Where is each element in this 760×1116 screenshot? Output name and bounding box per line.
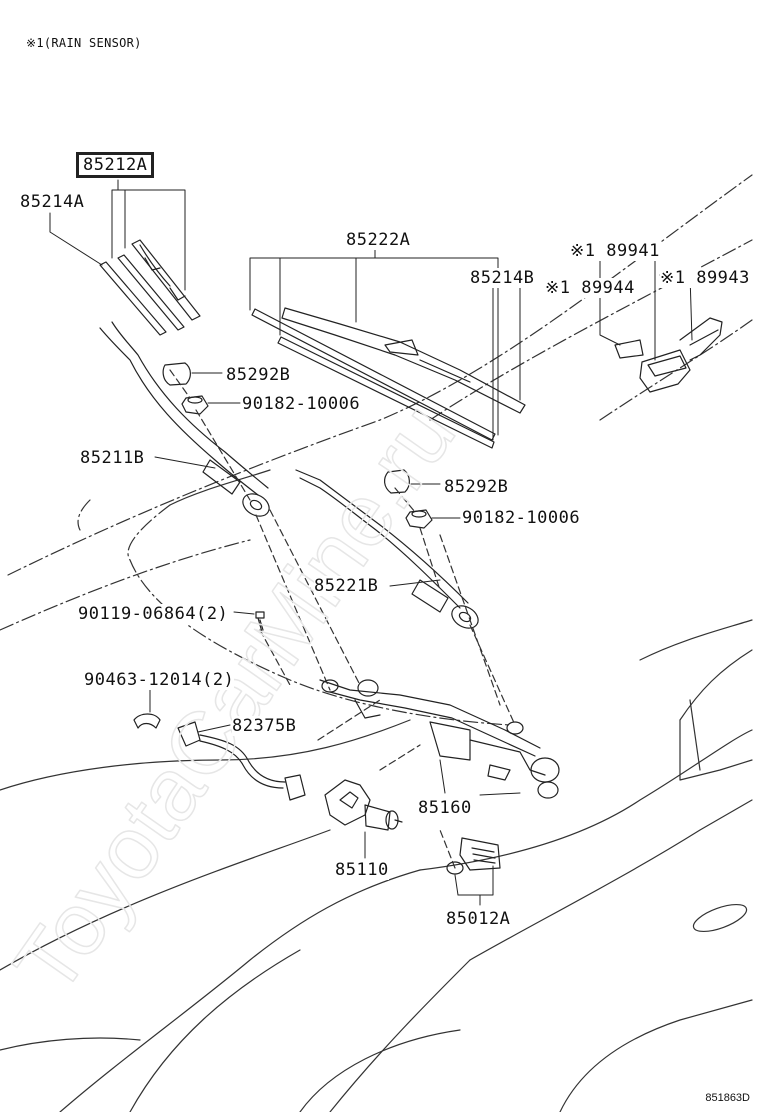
part-label-85222A[interactable]: 85222A [346,230,411,250]
part-label-85160[interactable]: 85160 [418,798,472,818]
part-label-89943[interactable]: ※1 89943 [660,268,750,288]
arm-85221B [295,469,479,629]
part-label-90182-lower[interactable]: 90182-10006 [462,508,581,528]
part-label-85110[interactable]: 85110 [335,860,389,880]
blade-85222A [251,307,526,449]
motor-85110 [324,779,403,831]
cap-nut-set-2 [384,469,433,529]
part-label-85212A[interactable]: 85212A [76,152,155,178]
linkage-85160 [319,679,560,799]
bracket-85012A [446,837,501,875]
blade-85212A [99,239,201,336]
rain-sensor-parts [614,317,723,393]
arm-85211B [99,321,270,517]
harness-82375B [177,721,306,801]
part-label-85214A[interactable]: 85214A [20,192,85,212]
part-label-85292B-lower[interactable]: 85292B [444,477,509,497]
part-label-85214B[interactable]: 85214B [470,268,535,288]
vehicle-body-outline [0,174,753,631]
part-label-90119[interactable]: 90119-06864(2) [78,604,229,624]
part-label-85292B-upper[interactable]: 85292B [226,365,291,385]
hood-outline [77,499,511,726]
part-label-85221B[interactable]: 85221B [314,576,379,596]
part-label-89944[interactable]: ※1 89944 [545,278,635,298]
bolt-90119 [255,611,265,633]
cap-nut-set-1 [162,362,209,415]
part-label-82375B[interactable]: 82375B [232,716,297,736]
vehicle-body-solid [0,469,753,1113]
diagram-id: 851863D [705,1092,750,1104]
rain-sensor-note: ※1(RAIN SENSOR) [26,36,142,50]
part-label-90463[interactable]: 90463-12014(2) [84,670,235,690]
part-label-90182-upper[interactable]: 90182-10006 [242,394,361,414]
part-label-85012A[interactable]: 85012A [446,909,511,929]
assembly-dashes [169,369,516,869]
part-label-85211B[interactable]: 85211B [80,448,145,468]
clamp-90463 [133,713,161,729]
part-label-89941[interactable]: ※1 89941 [570,241,660,261]
